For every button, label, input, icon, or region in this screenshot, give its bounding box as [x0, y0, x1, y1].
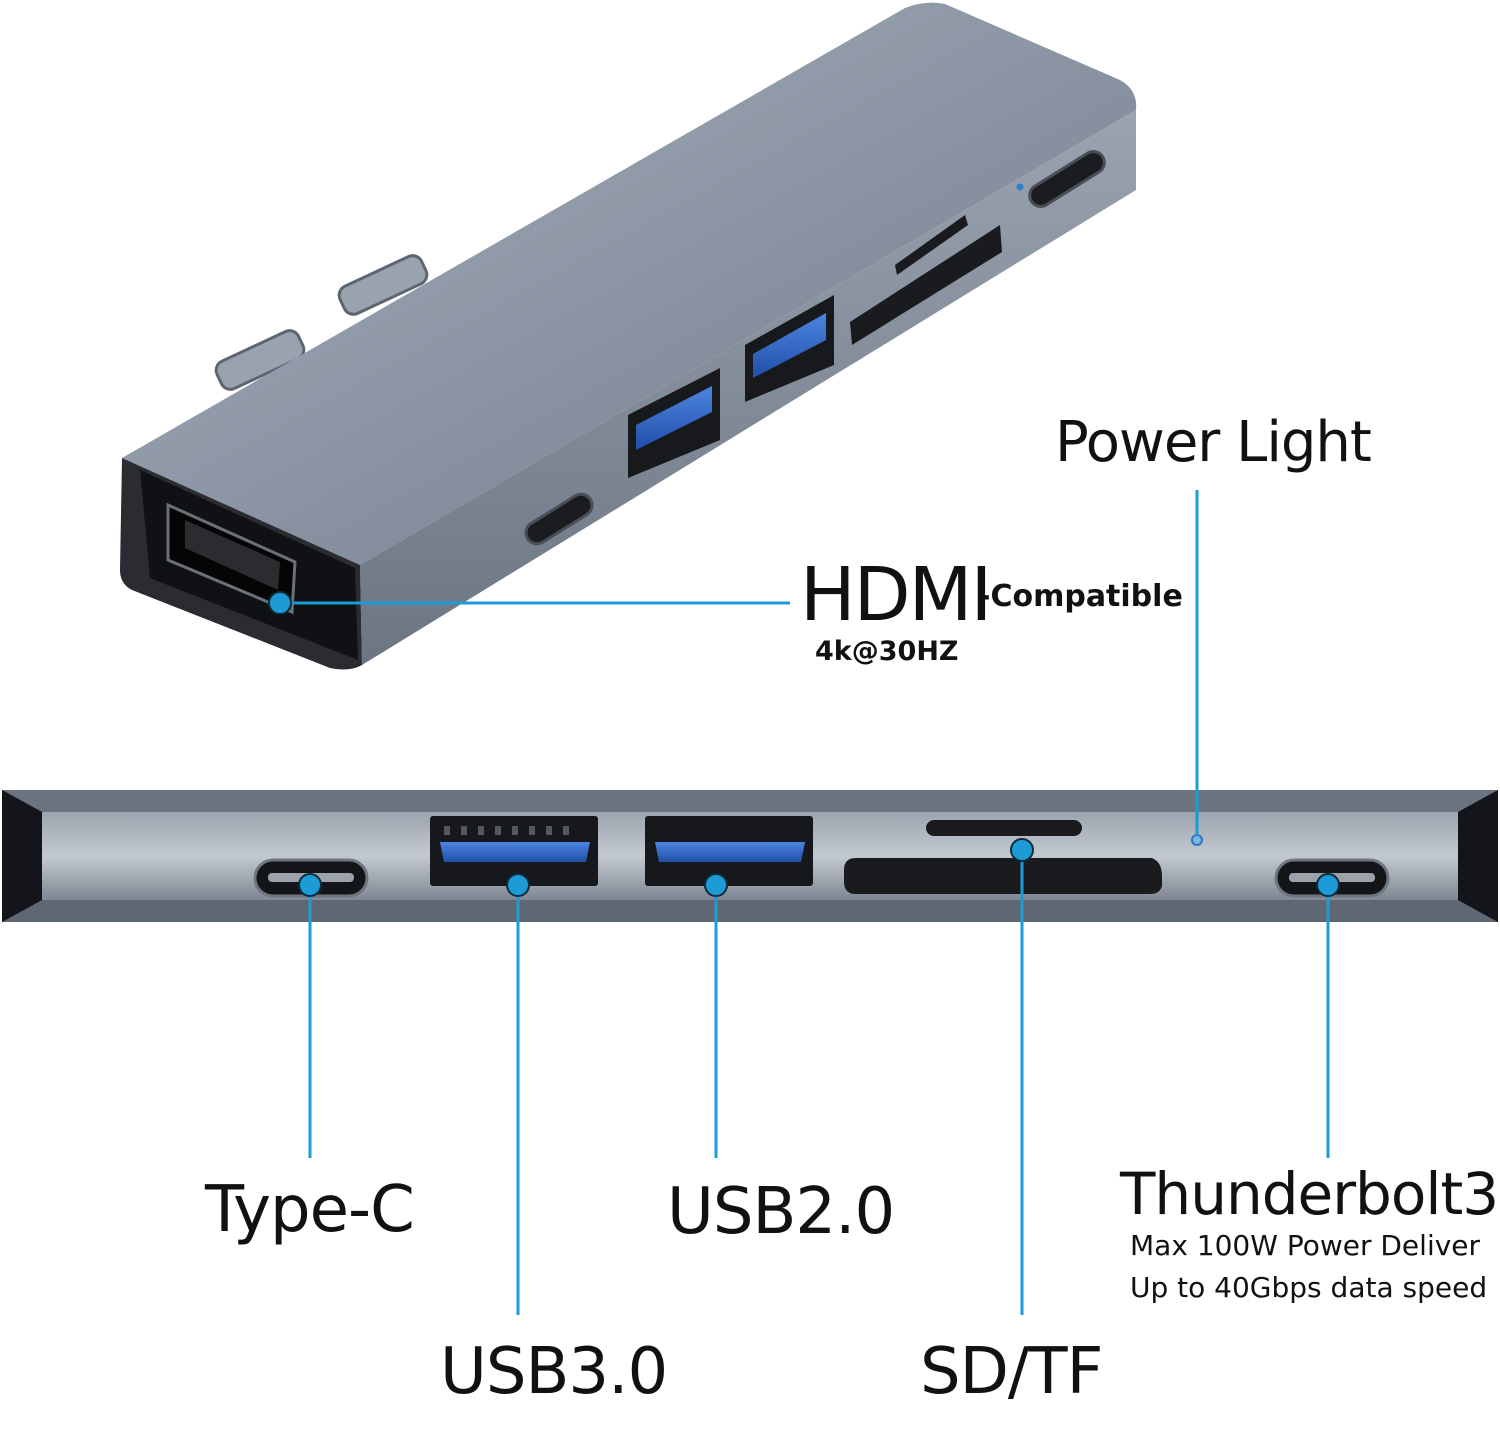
callout-lines — [280, 490, 1330, 1315]
thunderbolt-power-label: Max 100W Power Deliver — [1130, 1229, 1481, 1262]
hub-front-view — [2, 790, 1498, 922]
front-port-usb3 — [430, 816, 598, 886]
front-power-led — [1191, 834, 1203, 846]
usb3-label: USB3.0 — [440, 1335, 668, 1409]
side-port-thunderbolt — [1028, 150, 1106, 208]
side-power-led — [1016, 183, 1024, 191]
usb-c-plug-back — [214, 254, 429, 391]
thunderbolt-label: Thunderbolt3 — [1120, 1160, 1499, 1228]
side-port-usb3-a — [628, 368, 720, 478]
type-c-label: Type-C — [205, 1173, 415, 1247]
front-port-usb2 — [645, 816, 813, 886]
hdmi-label: HDMI — [800, 552, 992, 638]
callout-dots — [268, 591, 1340, 897]
side-port-usb2-a — [745, 295, 834, 402]
thunderbolt-speed-label: Up to 40Gbps data speed — [1130, 1271, 1488, 1304]
front-port-sd-tf — [844, 820, 1162, 894]
hdmi-compatible-label: -Compatible — [978, 579, 1183, 614]
hub-top-surface — [122, 2, 1137, 565]
power-light-label: Power Light — [1055, 410, 1372, 475]
hub-3d-view — [120, 2, 1137, 670]
hdmi-spec-label: 4k@30HZ — [815, 636, 959, 667]
side-port-typec — [524, 492, 594, 546]
sd-tf-label: SD/TF — [920, 1335, 1103, 1409]
hdmi-port — [166, 502, 297, 615]
usb2-label: USB2.0 — [667, 1175, 895, 1249]
side-port-sd-tf — [850, 215, 1002, 345]
